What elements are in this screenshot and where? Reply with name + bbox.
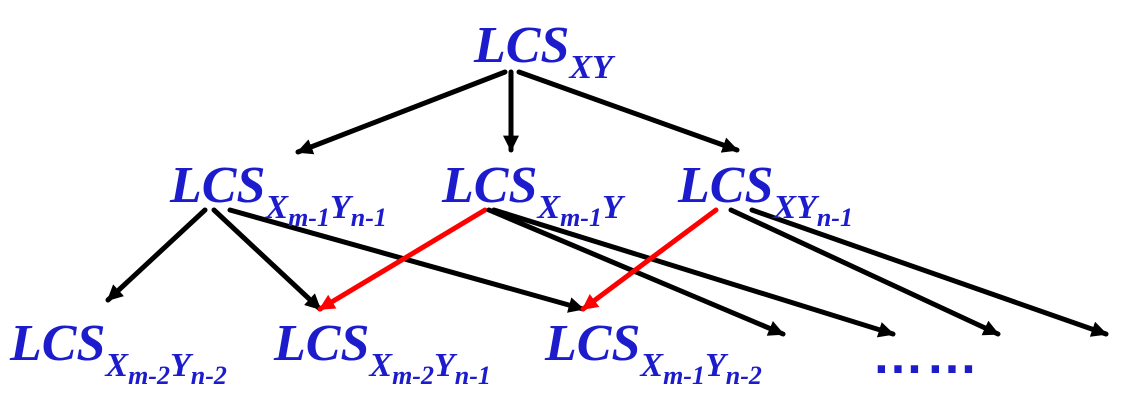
edge-l1-a-to-l2-b [211,207,323,312]
node-l1-a-subsub-b: n-1 [350,203,387,232]
node-l2-a-subsub: m-2 [128,361,170,390]
edge-root-to-l1-a [295,69,508,155]
edge-l1-c-to-more-3 [728,207,1001,337]
node-l2-b-subsub: m-2 [392,361,434,390]
node-l2-b-base: LCS [274,315,370,372]
node-l1-a-sub: X [265,189,289,226]
node-l2-a-sub: X [105,347,129,384]
node-l1-b: LCSXm-1Y [442,157,623,231]
node-l1-c-base: LCS [678,157,774,214]
node-l2-c-subsub: m-1 [663,361,705,390]
node-l2-a: LCSXm-2Yn-2 [10,315,227,389]
node-l2-c: LCSXm-1Yn-2 [545,315,762,389]
node-l2-c-sub-b: Y [704,347,726,384]
ellipsis: …… [872,327,980,385]
node-l1-a-base: LCS [170,157,266,214]
node-l1-b-sub: X [537,189,561,226]
node-l2-b: LCSXm-2Yn-1 [274,315,491,389]
node-l2-a-base: LCS [10,315,106,372]
edge-l1-a-to-l2-a [105,207,208,303]
edge-l1-c-to-more-4 [749,207,1109,337]
node-l2-b-sub: X [369,347,393,384]
node-root-sub: XY [569,49,613,86]
node-l1-b-subsub: m-1 [560,203,602,232]
node-root-base: LCS [474,17,570,74]
node-l1-c-sub: XY [773,189,817,226]
node-l2-a-sub-b: Y [169,347,191,384]
node-l1-a: LCSXm-1Yn-1 [170,157,387,231]
node-l1-a-subsub: m-1 [288,203,330,232]
node-l1-c: LCSXYn-1 [678,157,853,231]
node-l2-c-sub: X [640,347,664,384]
node-l1-c-subsub: n-1 [816,203,853,232]
node-l1-b-base: LCS [442,157,538,214]
node-l1-b-sub-b: Y [601,189,623,226]
edge-l1-b-to-l2-b [317,207,488,312]
node-l2-b-subsub-b: n-1 [454,361,491,390]
node-l1-a-sub-b: Y [329,189,351,226]
node-l2-c-subsub-b: n-2 [725,361,762,390]
node-l2-a-subsub-b: n-2 [190,361,227,390]
edge-l1-c-to-l2-c [580,207,719,312]
edge-root-to-l1-c [516,69,740,153]
node-l2-b-sub-b: Y [433,347,455,384]
node-l2-c-base: LCS [545,315,641,372]
edge-l1-b-to-more-2 [491,207,896,338]
node-root: LCSXY [474,17,613,85]
